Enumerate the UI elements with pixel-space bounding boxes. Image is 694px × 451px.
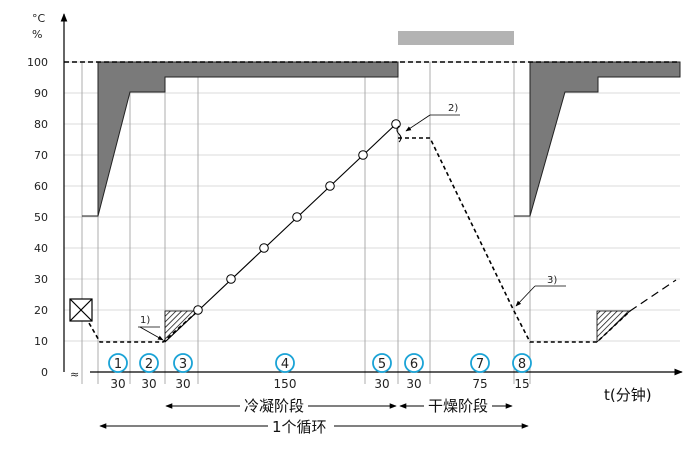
y-tick-label: 0 xyxy=(41,366,48,379)
y-tick-label: 30 xyxy=(34,273,48,286)
ramp-marker-40 xyxy=(259,243,269,253)
phase-cycle-label: 1个循环 xyxy=(272,418,327,436)
ramp-marker-70 xyxy=(358,150,368,160)
x-axis-label: t(分钟) xyxy=(604,386,652,404)
step-duration-7: 75 xyxy=(472,377,487,391)
y-tick-labels: 0 10 20 30 40 50 60 70 80 90 100 xyxy=(27,56,48,379)
ramp-marker-50 xyxy=(292,212,302,222)
step-duration-8: 15 xyxy=(514,377,529,391)
humidity-band-left xyxy=(82,61,399,217)
y-tick-label: 10 xyxy=(34,335,48,348)
step-circle-8 xyxy=(512,353,532,373)
step-number-8: 8 xyxy=(518,357,526,372)
gridlines xyxy=(64,61,680,384)
hatched-areas xyxy=(164,310,632,343)
temperature-series-continuation xyxy=(629,279,677,312)
step-circle-6 xyxy=(404,353,424,373)
temperature-series-ramp xyxy=(164,123,397,343)
humidity-band xyxy=(82,31,681,217)
axis-break-mark: ≈ xyxy=(70,368,79,381)
curly-brace xyxy=(396,125,402,143)
step-circle-7 xyxy=(470,353,490,373)
step-duration-1: 30 xyxy=(110,377,125,391)
note-1: 1) xyxy=(140,315,150,326)
step-duration-4: 150 xyxy=(274,377,297,391)
y-tick-label: 80 xyxy=(34,118,48,131)
step-duration-6: 30 xyxy=(406,377,421,391)
note-3: 3) xyxy=(547,275,557,286)
y-tick-label: 40 xyxy=(34,242,48,255)
y-tick-label: 50 xyxy=(34,211,48,224)
step-number-2: 2 xyxy=(145,357,153,372)
y-tick-label: 20 xyxy=(34,304,48,317)
step-circle-3 xyxy=(173,353,193,373)
step-circle-4 xyxy=(275,353,295,373)
y-unit-celsius: °C xyxy=(32,12,46,25)
step-number-5: 5 xyxy=(378,357,386,372)
series-group xyxy=(81,119,677,343)
ramp-marker-60 xyxy=(325,181,335,191)
y-unit-percent: % xyxy=(32,28,42,41)
y-tick-label: 90 xyxy=(34,87,48,100)
step-circle-2 xyxy=(139,353,159,373)
step-duration-2: 30 xyxy=(141,377,156,391)
step-number-6: 6 xyxy=(410,357,418,372)
y-tick-label: 100 xyxy=(27,56,48,69)
sensor-icon xyxy=(69,298,93,322)
annotations: 1) 2) 3) xyxy=(138,103,566,341)
humidity-band-right xyxy=(514,61,681,217)
step-number-3: 3 xyxy=(179,357,187,372)
step-duration-5: 30 xyxy=(374,377,389,391)
ramp-marker-20 xyxy=(193,305,203,315)
step-markers: 1 30 2 30 3 30 4 150 5 30 6 30 7 75 8 15 xyxy=(108,353,532,391)
y-tick-label: 70 xyxy=(34,149,48,162)
phase-arrows: 冷凝阶段 干燥阶段 1个循环 xyxy=(99,396,529,436)
phase-drying-label: 干燥阶段 xyxy=(428,397,488,415)
step-circle-1 xyxy=(108,353,128,373)
step-number-1: 1 xyxy=(114,357,122,372)
note-2: 2) xyxy=(448,103,458,114)
step-circle-5 xyxy=(372,353,392,373)
ramp-marker-80 xyxy=(391,119,401,129)
step-number-7: 7 xyxy=(476,357,484,372)
dry-phase-bar xyxy=(398,31,514,45)
step-duration-3: 30 xyxy=(175,377,190,391)
ramp-marker-30 xyxy=(226,274,236,284)
y-tick-label: 60 xyxy=(34,180,48,193)
step-number-4: 4 xyxy=(281,357,289,372)
phase-cooling-label: 冷凝阶段 xyxy=(244,397,304,415)
temperature-series-drying xyxy=(398,137,631,343)
temperature-series-dashed xyxy=(81,310,199,343)
